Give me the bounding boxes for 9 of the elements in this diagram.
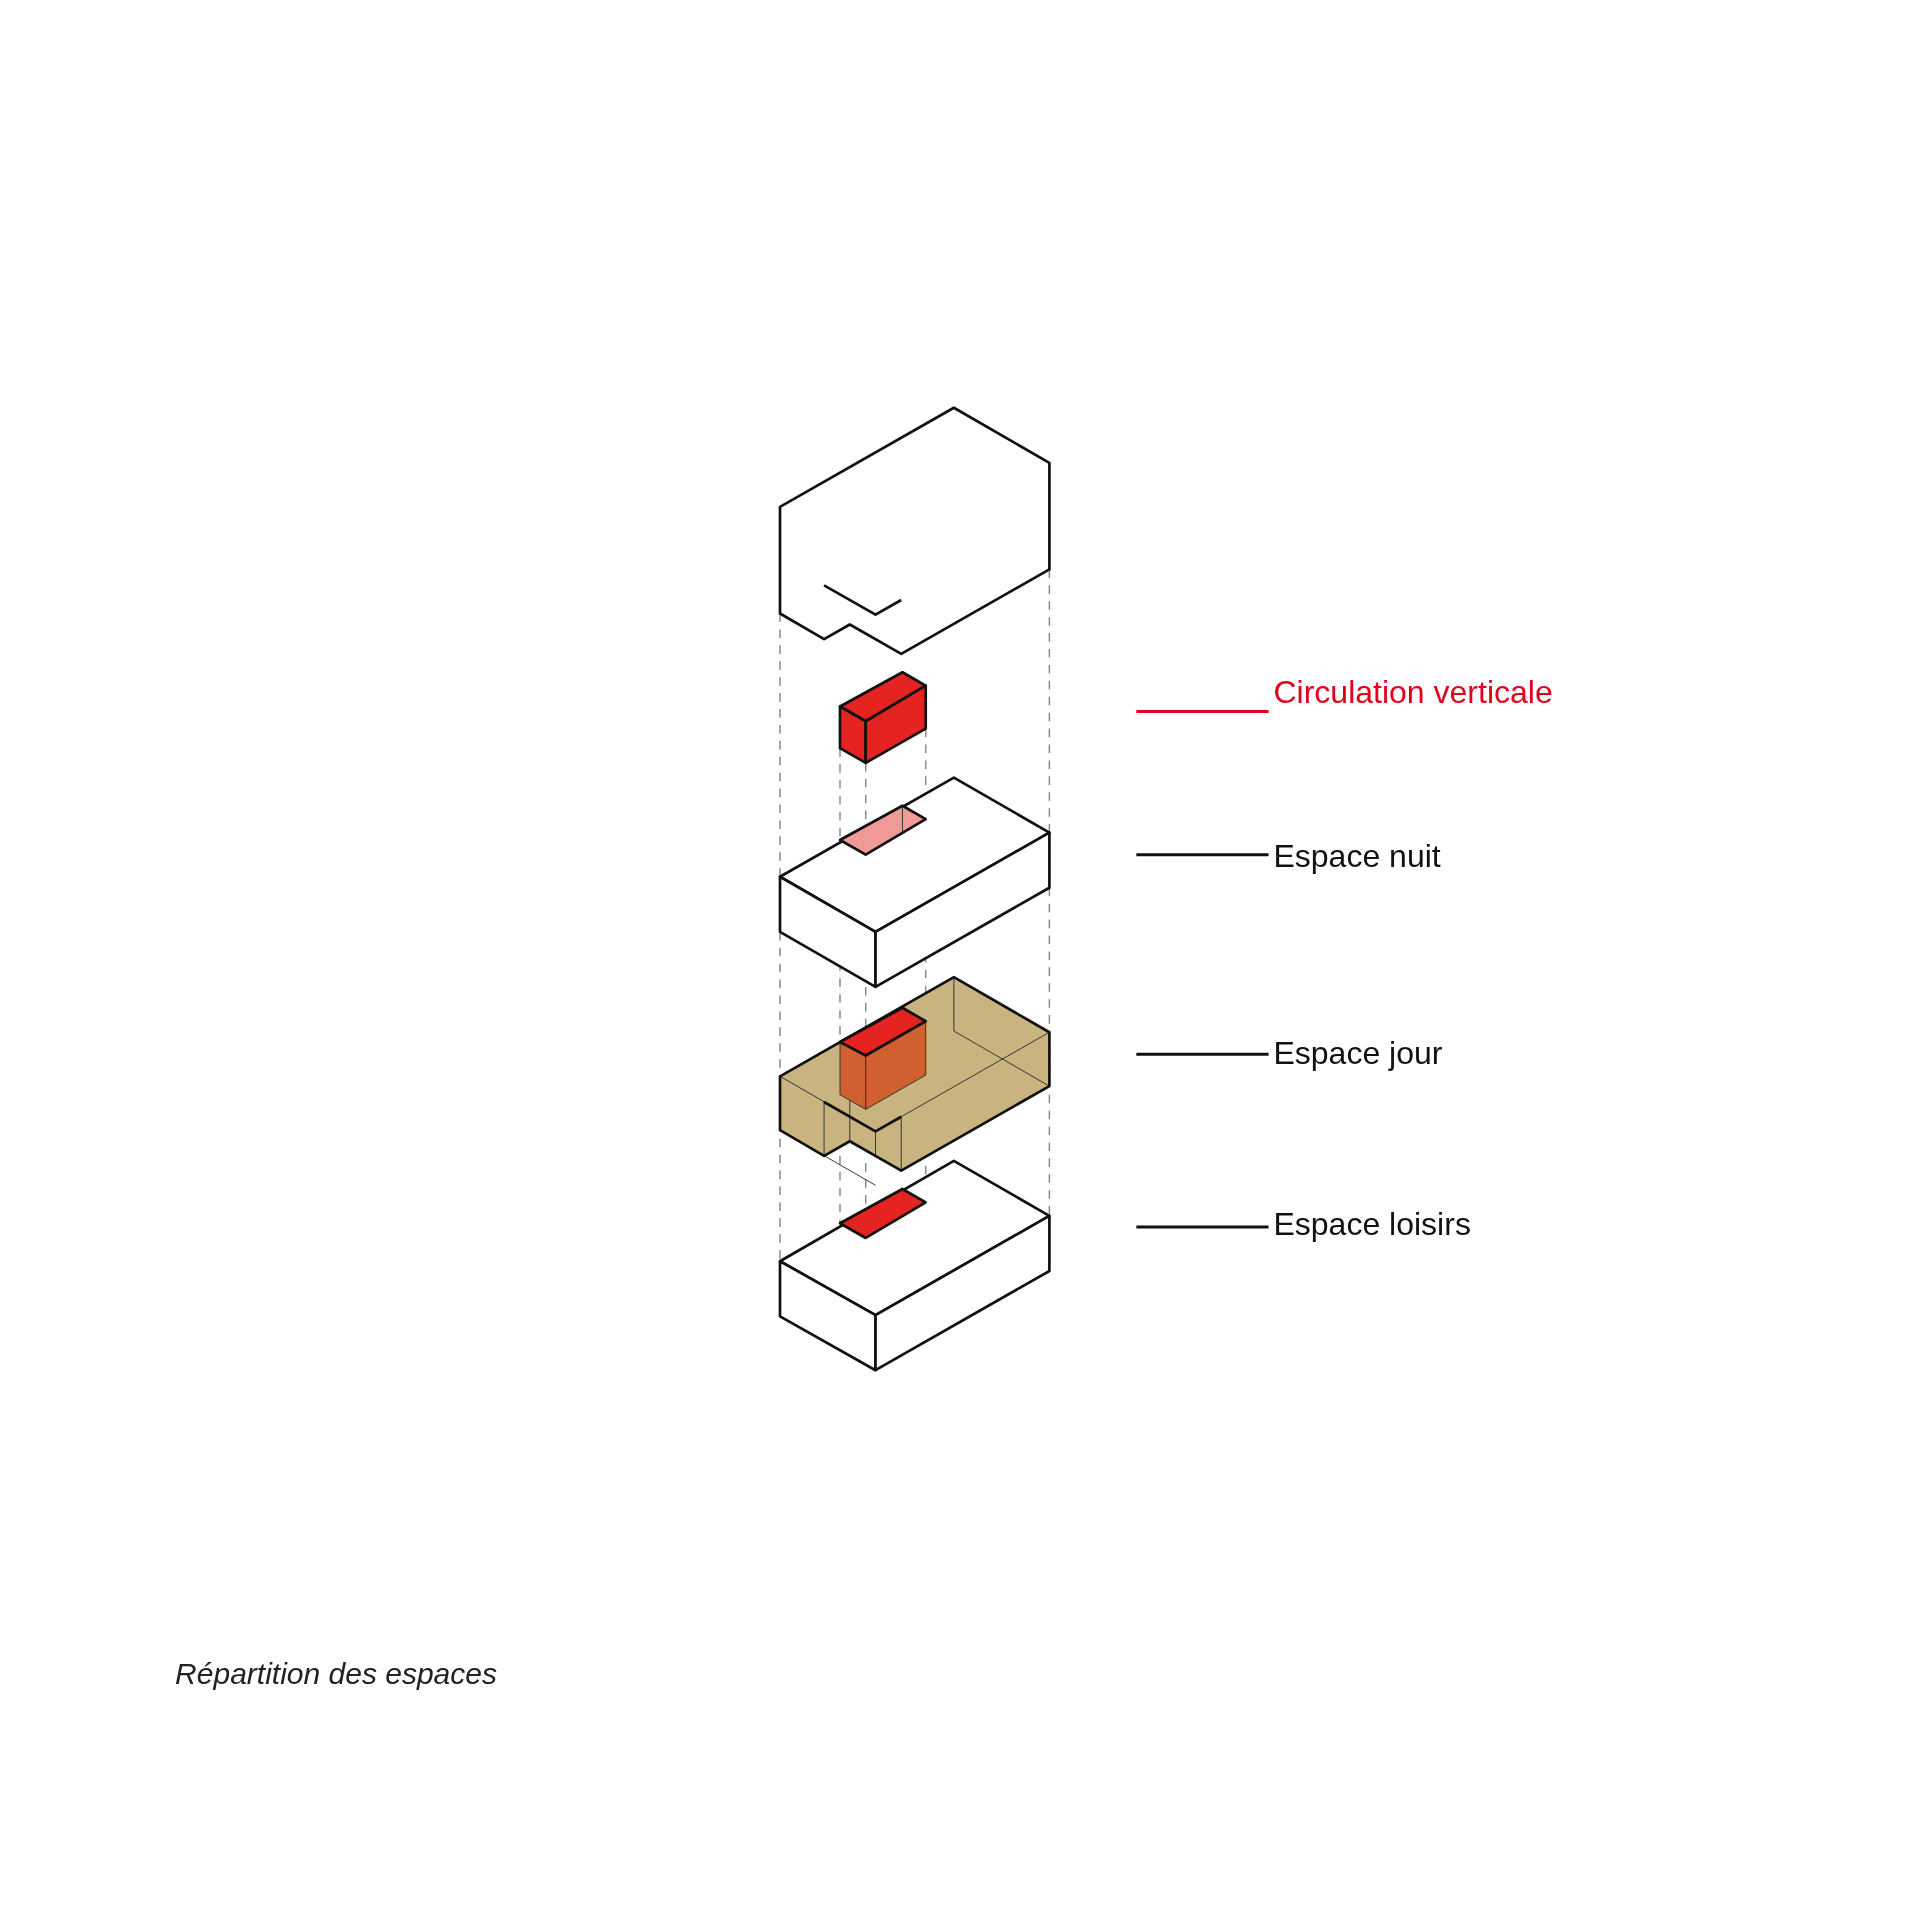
space-label: Circulation verticale (1273, 675, 1553, 708)
space-label: Espace nuit (1273, 839, 1441, 872)
leader-line (1136, 1225, 1269, 1229)
space-label: Espace loisirs (1273, 1208, 1471, 1241)
leader-line (1136, 1052, 1269, 1056)
leader-line (1136, 853, 1269, 857)
leader-line (1136, 709, 1269, 713)
space-label: Espace jour (1273, 1037, 1443, 1070)
caption: Répartition des espaces (175, 1659, 497, 1690)
